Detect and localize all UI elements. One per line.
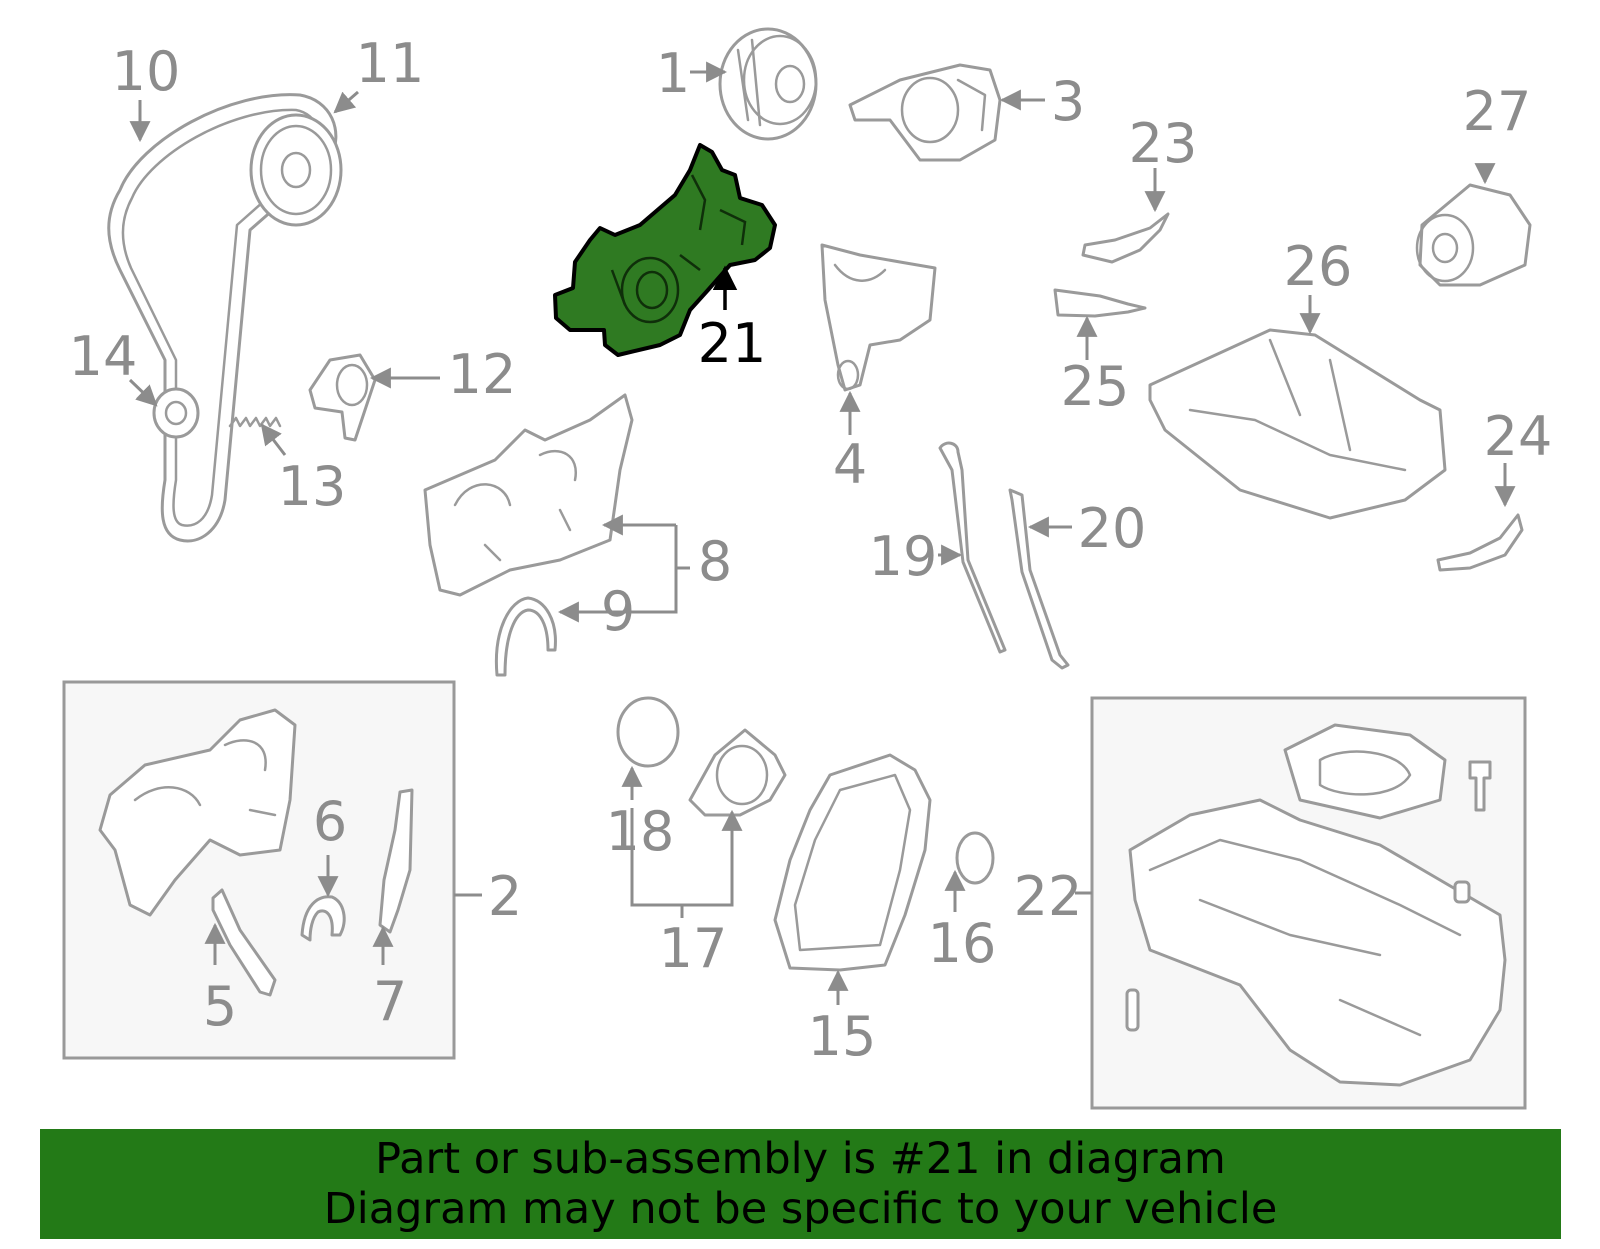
oring-part-16: [955, 831, 995, 885]
banner-line-2: Diagram may not be specific to your vehi…: [323, 1184, 1278, 1234]
callout-19: 19: [869, 525, 938, 588]
plug-part-25: [1053, 288, 1147, 318]
dipstick-part: [938, 441, 1007, 654]
oil-pan-part-22: [1128, 798, 1507, 1087]
dipstick-tube-part: [1008, 488, 1070, 670]
callout-12: 12: [448, 343, 517, 406]
callout-20: 20: [1078, 497, 1147, 560]
callout-16: 16: [928, 912, 997, 975]
gasket-part-15: [773, 753, 932, 972]
callout-11: 11: [356, 32, 425, 95]
callout-26: 26: [1284, 235, 1353, 298]
dowel-pin-part-2: [1125, 988, 1140, 1032]
seal-part-23: [1081, 212, 1170, 264]
seal-housing-part-17: [688, 728, 787, 817]
camshaft-sprocket-part: [249, 113, 343, 227]
callout-23: 23: [1129, 112, 1198, 175]
callout-leaders: [128, 61, 1516, 1005]
timing-cover-part-2: [98, 708, 297, 917]
oil-pump-highlighted-part: [553, 143, 777, 357]
dowel-pin-part: [1453, 880, 1471, 904]
callout-21: 21: [698, 312, 767, 375]
tensioner-spring-part: [228, 416, 282, 428]
bracket-part-4: [820, 243, 937, 392]
callout-1: 1: [656, 42, 690, 105]
callout-8: 8: [698, 530, 732, 593]
callout-27: 27: [1463, 80, 1532, 143]
idler-pulley-part: [152, 387, 200, 439]
callout-18: 18: [606, 800, 675, 863]
callout-7: 7: [373, 970, 407, 1033]
callout-10: 10: [112, 40, 181, 103]
callout-15: 15: [808, 1005, 877, 1068]
gasket-part-9: [494, 596, 557, 677]
seal-part-24: [1436, 513, 1524, 572]
drain-bolt-part: [1468, 760, 1492, 812]
oil-pan-baffle-part: [1283, 723, 1447, 820]
part-5: [211, 888, 277, 997]
callout-4: 4: [833, 433, 867, 496]
notice-banner: Part or sub-assembly is #21 in diagram D…: [40, 1129, 1561, 1239]
callout-labels: 10 11 1 3 23 27 26 25 24 12 14 13 4 19 2…: [69, 32, 1553, 1068]
oil-pan-part-26: [1148, 328, 1447, 520]
timing-cover-part-8: [423, 393, 634, 597]
callout-5: 5: [203, 975, 237, 1038]
callout-13: 13: [278, 455, 347, 518]
upper-cover-part: [848, 63, 1002, 162]
callout-9: 9: [601, 580, 635, 643]
part-6: [300, 895, 346, 942]
oil-filter-part: [1415, 183, 1532, 287]
callout-6: 6: [313, 790, 347, 853]
crankshaft-pulley-part: [718, 27, 818, 141]
callout-22: 22: [1014, 865, 1083, 928]
callout-17: 17: [659, 917, 728, 980]
oring-part-18: [616, 696, 680, 768]
banner-line-1: Part or sub-assembly is #21 in diagram: [375, 1134, 1226, 1184]
callout-25: 25: [1061, 355, 1130, 418]
callout-24: 24: [1484, 405, 1553, 468]
belt-tensioner-part: [308, 353, 377, 442]
callout-3: 3: [1051, 70, 1085, 133]
callout-2: 2: [488, 865, 522, 928]
callout-14: 14: [69, 325, 138, 388]
